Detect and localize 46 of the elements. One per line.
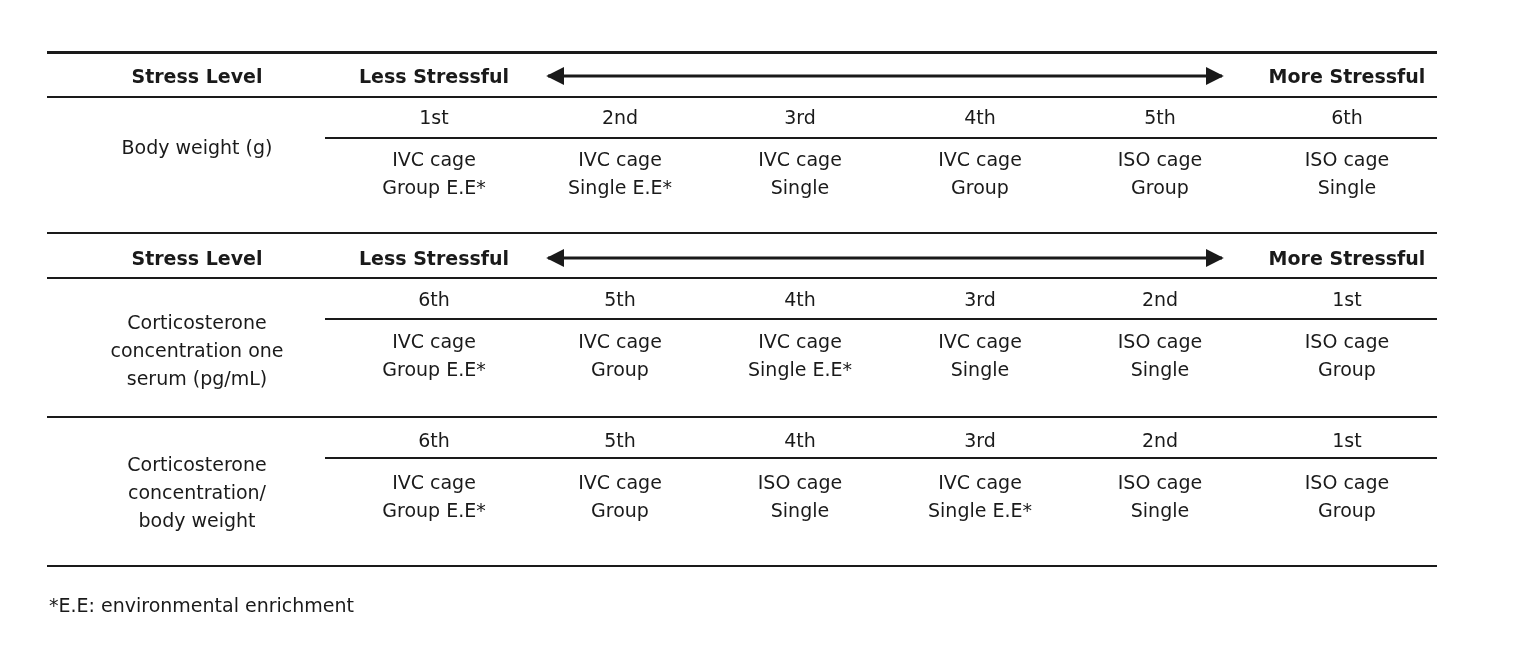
scale-end-label: More Stressful bbox=[1267, 246, 1427, 271]
table-cell-text: IVC cage Single bbox=[937, 329, 1023, 382]
row-header: Corticosterone concentration one serum (pg/mL) bbox=[109, 310, 285, 391]
rank-label: 5th bbox=[603, 287, 637, 312]
row-header: Corticosterone concentration/ body weight bbox=[126, 452, 268, 533]
table-cell-text: IVC cage Group E.E* bbox=[381, 470, 487, 523]
table-cell-text: ISO cage Single bbox=[756, 470, 844, 523]
table-cell-text: IVC cage Single E.E* bbox=[567, 147, 673, 200]
scale-end-label: More Stressful bbox=[1267, 64, 1427, 89]
table-cell-text: ISO cage Group bbox=[1303, 470, 1391, 523]
rank-label: 1st bbox=[418, 105, 450, 130]
table-cell-text: IVC cage Group bbox=[577, 329, 663, 382]
rank-label: 5th bbox=[1143, 105, 1177, 130]
rank-label: 4th bbox=[963, 105, 997, 130]
table-cell-text: ISO cage Group bbox=[1116, 147, 1204, 200]
scale-end-label: Less Stressful bbox=[357, 64, 511, 89]
rank-label: 4th bbox=[783, 428, 817, 453]
table-cell-text: ISO cage Single bbox=[1303, 147, 1391, 200]
rank-label: 3rd bbox=[963, 287, 997, 312]
table-cell-text: IVC cage Group bbox=[937, 147, 1023, 200]
table-cell-text: ISO cage Group bbox=[1303, 329, 1391, 382]
table-cell-text: ISO cage Single bbox=[1116, 329, 1204, 382]
rank-label: 6th bbox=[1330, 105, 1364, 130]
table-cell-text: ISO cage Single bbox=[1116, 470, 1204, 523]
rank-label: 5th bbox=[603, 428, 637, 453]
footnote: *E.E: environmental enrichment bbox=[49, 593, 354, 618]
rank-label: 6th bbox=[417, 428, 451, 453]
rank-label: 6th bbox=[417, 287, 451, 312]
table-cell-text: IVC cage Single E.E* bbox=[747, 329, 853, 382]
row-header: Stress Level bbox=[130, 64, 264, 89]
rank-label: 4th bbox=[783, 287, 817, 312]
table-cell-text: IVC cage Single E.E* bbox=[927, 470, 1033, 523]
rank-label: 3rd bbox=[963, 428, 997, 453]
rank-label: 2nd bbox=[1140, 428, 1180, 453]
table-cell-text: IVC cage Group E.E* bbox=[381, 147, 487, 200]
table-cell-text: IVC cage Group bbox=[577, 470, 663, 523]
row-header: Stress Level bbox=[130, 246, 264, 271]
scale-end-label: Less Stressful bbox=[357, 246, 511, 271]
table-cell-text: IVC cage Single bbox=[757, 147, 843, 200]
rank-label: 2nd bbox=[600, 105, 640, 130]
rank-label: 3rd bbox=[783, 105, 817, 130]
row-header: Body weight (g) bbox=[120, 135, 274, 160]
table-cell-text: IVC cage Group E.E* bbox=[381, 329, 487, 382]
rank-label: 2nd bbox=[1140, 287, 1180, 312]
rank-label: 1st bbox=[1331, 287, 1363, 312]
rank-label: 1st bbox=[1331, 428, 1363, 453]
